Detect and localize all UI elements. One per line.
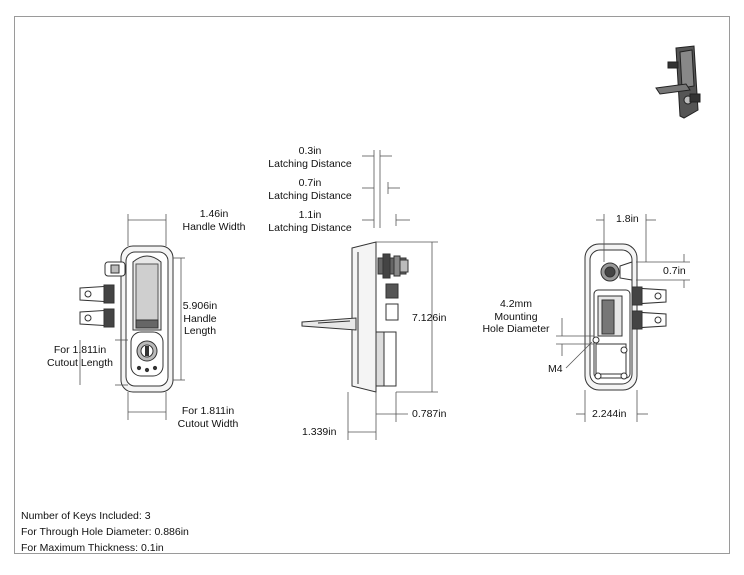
- note-through-hole: For Through Hole Diameter: 0.886in: [21, 526, 189, 538]
- mounting-hole-line1: 4.2mm: [499, 298, 533, 310]
- mounting-hole-line3: Hole Diameter: [482, 323, 550, 335]
- cutout-width-line1: For 1.811in: [181, 405, 235, 417]
- front-cam-top: [104, 261, 126, 277]
- cutout-width-line2: Cutout Width: [177, 417, 239, 430]
- latch-07-label: Latching Distance: [268, 189, 352, 202]
- front-view: [79, 214, 185, 420]
- note-thickness: For Maximum Thickness: 0.1in: [21, 542, 164, 554]
- cutout-width-dim: For 1.811in Cutout Width: [166, 405, 250, 430]
- latch-07-dim: 0.7in Latching Distance: [262, 177, 358, 202]
- isometric-thumbnail: [655, 45, 701, 119]
- handle-width-dim: 1.46in Handle Width: [166, 208, 262, 233]
- handle-length-line3: Length: [183, 325, 217, 337]
- latch-11-value: 1.1in: [298, 209, 322, 221]
- depth-0787-dim: 0.787in: [412, 408, 447, 420]
- cutout-length-line2: Cutout Length: [47, 356, 113, 369]
- latch-03-dim: 0.3in Latching Distance: [262, 145, 358, 170]
- latch-11-dim: 1.1in Latching Distance: [262, 209, 358, 234]
- front-cam-bottom: [79, 308, 115, 328]
- mounting-hole-line2: Mounting: [494, 310, 538, 323]
- latch-11-label: Latching Distance: [268, 221, 352, 234]
- total-height-dim: 7.126in: [412, 312, 447, 324]
- front-cam-middle: [79, 284, 115, 304]
- rear-width-2244-dim: 2.244in: [592, 408, 627, 420]
- depth-1339-dim: 1.339in: [302, 426, 337, 438]
- rear-width-18-dim: 1.8in: [616, 213, 639, 225]
- thread-callout: M4: [548, 363, 563, 375]
- handle-width-value: 1.46in: [199, 208, 229, 220]
- handle-length-line2: Handle: [183, 312, 217, 325]
- side-view: [301, 150, 438, 440]
- cutout-length-dim: For 1.811in Cutout Length: [40, 344, 120, 369]
- handle-length-dim: 5.906in Handle Length: [176, 300, 224, 338]
- mounting-hole-dim: 4.2mm Mounting Hole Diameter: [474, 298, 558, 336]
- latch-03-value: 0.3in: [298, 145, 322, 157]
- rear-offset-07-dim: 0.7in: [663, 265, 686, 277]
- cutout-length-line1: For 1.811in: [53, 344, 107, 356]
- note-keys: Number of Keys Included: 3: [21, 510, 151, 522]
- latch-07-value: 0.7in: [298, 177, 322, 189]
- rear-view: [556, 214, 690, 422]
- spec-notes: Number of Keys Included: 3 For Through H…: [21, 508, 189, 556]
- handle-length-value: 5.906in: [182, 300, 218, 312]
- handle-width-label: Handle Width: [182, 220, 246, 233]
- drawing-frame: [14, 16, 730, 554]
- latch-03-label: Latching Distance: [268, 157, 352, 170]
